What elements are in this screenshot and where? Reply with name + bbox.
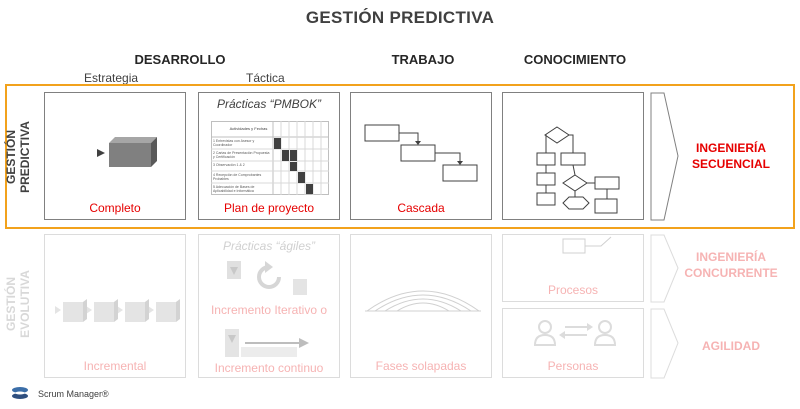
caption-procesos: Procesos bbox=[547, 283, 599, 297]
chevron-predictiva-icon bbox=[650, 92, 679, 221]
caption-plan-de-proyecto: Plan de proyecto bbox=[223, 201, 315, 215]
label-agilidad: AGILIDAD bbox=[702, 339, 760, 353]
page-title: GESTIÓN PREDICTIVA bbox=[305, 8, 495, 27]
chevron-concurrente-icon bbox=[650, 234, 679, 303]
scrum-manager-logo-icon bbox=[12, 387, 28, 399]
column-header-trabajo: TRABAJO bbox=[391, 52, 455, 67]
column-header-conocimiento: CONOCIMIENTO bbox=[523, 52, 627, 67]
row-label-evolutiva: GESTIÓN EVOLUTIVA bbox=[4, 270, 32, 338]
people-exchange-icon bbox=[533, 320, 617, 346]
card-fases-solapadas: Fases solapadas bbox=[350, 234, 492, 378]
flowchart-icon bbox=[536, 126, 620, 214]
caption-incremental: Incremental bbox=[83, 359, 147, 373]
process-arrow-icon bbox=[562, 236, 612, 254]
caption-completo: Completo bbox=[89, 201, 141, 215]
chevron-agilidad-icon bbox=[650, 308, 679, 379]
continuous-icon bbox=[225, 329, 309, 357]
subheader-estrategia: Estrategia bbox=[84, 71, 139, 85]
row-label-predictiva: GESTIÓN PREDICTIVA bbox=[4, 121, 32, 193]
caption-personas: Personas bbox=[547, 359, 599, 373]
pmbok-title: Prácticas “PMBOK” bbox=[216, 97, 321, 111]
caption-incremento-continuo: Incremento continuo bbox=[214, 361, 324, 375]
block-icon bbox=[97, 137, 157, 167]
overlapping-phases-icon bbox=[365, 290, 481, 312]
card-flowchart bbox=[502, 92, 644, 220]
gantt-header: Actividades y Fechas bbox=[229, 126, 268, 131]
label-ingenieria-concurrente: INGENIERÍA CONCURRENTE bbox=[684, 250, 778, 280]
card-agiles: Prácticas “ágiles” Incremento Iterativo … bbox=[198, 234, 340, 378]
agiles-title: Prácticas “ágiles” bbox=[222, 239, 316, 253]
subheader-tactica: Táctica bbox=[246, 71, 285, 85]
gantt-table-icon bbox=[211, 121, 329, 195]
incremental-blocks-icon bbox=[55, 299, 180, 322]
footer-brand: Scrum Manager® bbox=[38, 389, 109, 399]
gantt-rows: 1 Entrevistas con Asesor y Coordinador 2… bbox=[213, 139, 270, 193]
column-header-desarrollo: DESARROLLO bbox=[134, 52, 226, 67]
card-completo: Completo bbox=[44, 92, 186, 220]
label-ingenieria-secuencial: INGENIERÍA SECUENCIAL bbox=[691, 141, 770, 171]
card-procesos: Procesos bbox=[502, 234, 644, 302]
caption-incremento-iterativo: Incremento Iterativo o bbox=[210, 303, 328, 317]
waterfall-icon bbox=[364, 124, 478, 182]
predictive-highlight-frame bbox=[5, 84, 795, 229]
caption-cascada: Cascada bbox=[397, 201, 445, 215]
iterative-icon bbox=[227, 261, 307, 295]
caption-fases-solapadas: Fases solapadas bbox=[375, 359, 467, 373]
card-personas: Personas bbox=[502, 308, 644, 378]
card-cascada: Cascada bbox=[350, 92, 492, 220]
card-pmbok: Prácticas “PMBOK” Actividades y Fechas 1… bbox=[198, 92, 340, 220]
card-incremental: Incremental bbox=[44, 234, 186, 378]
